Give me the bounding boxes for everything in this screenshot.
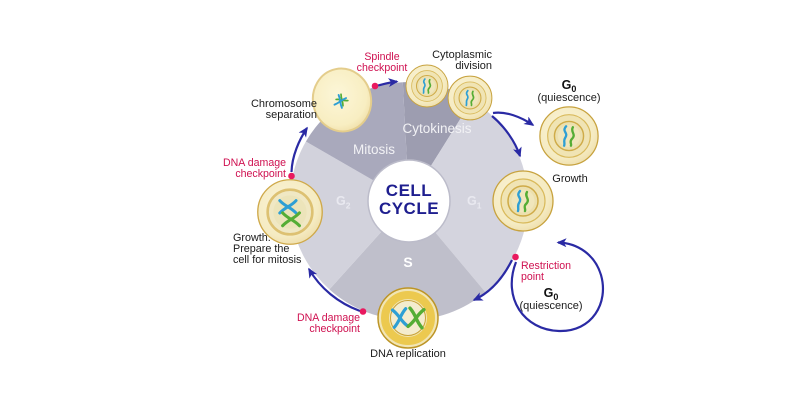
label-spindle-checkpoint-1: Spindle: [364, 51, 399, 63]
label-g0-bottom-quiescence: (quiescence): [520, 300, 583, 312]
label-cytoplasmic-division-2: division: [455, 60, 492, 72]
dna-replication-cell: [377, 287, 439, 349]
label-g2-growth-1: Growth.: [233, 232, 271, 244]
annotation-labels: Cytoplasmic division Chromosome separati…: [233, 49, 600, 360]
label-growth: Growth: [552, 173, 587, 185]
checkpoint-dot-spindle: [371, 82, 379, 90]
label-dna-damage-s-2: checkpoint: [309, 323, 360, 335]
label-restriction-point-2: point: [521, 271, 544, 283]
label-chromosome-separation-1: Chromosome: [251, 98, 317, 110]
pie-wedge-s: [329, 201, 486, 320]
title-line2: CYCLE: [379, 199, 439, 218]
phase-label-g2: G2: [336, 194, 351, 211]
g0-cell: [539, 106, 599, 166]
label-g0-top-quiescence: (quiescence): [538, 92, 601, 104]
arrow-cytokinesis-to-g1: [491, 115, 522, 158]
g2-cell: [257, 179, 323, 245]
checkpoint-dot-dna-damage-g2: [288, 172, 295, 180]
checkpoint-dot-restriction: [512, 253, 519, 261]
title-line1: CELL: [386, 181, 432, 200]
pie-wedge-g2: [289, 141, 409, 290]
cycle-arrows: [290, 78, 604, 333]
label-cytoplasmic-division-1: Cytoplasmic: [432, 49, 492, 61]
label-g0-bottom-symbol: G0: [544, 286, 559, 302]
label-chromosome-separation-2: separation: [266, 109, 317, 121]
mitosis-cell: [311, 67, 373, 133]
checkpoint-labels: Spindle checkpoint DNA damage checkpoint…: [223, 51, 571, 335]
phase-label-mitosis: Mitosis: [353, 142, 395, 157]
label-dna-damage-g2-1: DNA damage: [223, 157, 286, 169]
arrow-cytokinesis-to-g0: [492, 111, 535, 126]
label-dna-damage-g2-2: checkpoint: [235, 168, 286, 180]
phase-label-g1: G1: [467, 194, 482, 211]
checkpoint-dots: [288, 82, 519, 315]
arrow-s-to-g2: [308, 267, 361, 313]
arrow-g2-to-mitosis: [290, 126, 308, 173]
arrow-restriction-to-s: [472, 259, 513, 301]
label-dna-replication: DNA replication: [370, 348, 446, 360]
label-g2-growth-3: cell for mitosis: [233, 254, 302, 266]
label-g0-top-symbol: G0: [562, 78, 577, 94]
phase-label-cytokinesis: Cytokinesis: [402, 121, 471, 136]
checkpoint-dot-dna-damage-s: [359, 308, 367, 315]
pie-wedge-g1: [409, 100, 529, 293]
arrow-g0-loop: [510, 238, 604, 333]
center-title: CELL CYCLE: [379, 181, 439, 218]
growth-cell-g1: [492, 170, 554, 232]
label-g2-growth-2: Prepare the: [233, 243, 289, 255]
cycle-pie: [289, 82, 529, 320]
phase-labels: Mitosis Cytokinesis G1 S G2: [336, 121, 482, 270]
arrow-mitosis-to-cytokinesis: [377, 78, 399, 88]
label-spindle-checkpoint-2: checkpoint: [357, 62, 408, 74]
phase-label-s: S: [403, 254, 412, 270]
label-restriction-point-1: Restriction: [521, 260, 571, 272]
center-circle: [367, 159, 451, 243]
label-dna-damage-s-1: DNA damage: [297, 312, 360, 324]
